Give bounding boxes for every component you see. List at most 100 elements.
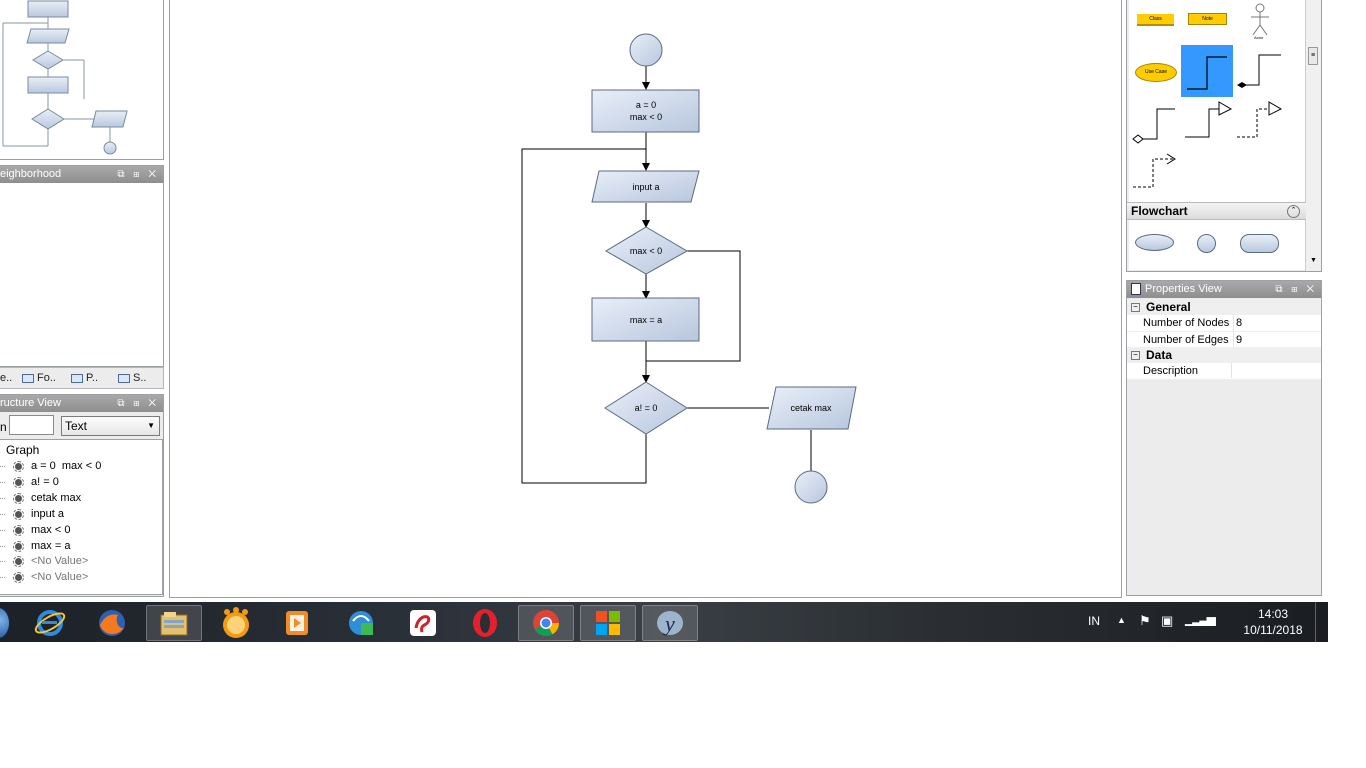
show-desktop-button[interactable] [1315, 602, 1328, 642]
structure-view-titlebar[interactable]: ructure View ⧉ ⊞ ✕ [0, 395, 163, 412]
window-controls[interactable]: ⧉ ⊞ ✕ [117, 169, 159, 180]
action-center-icon[interactable]: ⚑ [1139, 613, 1151, 628]
data-group[interactable]: −Data [1127, 347, 1321, 363]
properties-icon [1131, 283, 1141, 295]
tab-s[interactable]: S.. [118, 370, 146, 386]
graph-canvas[interactable]: a = 0 max < 0 input a max < 0 max = a a!… [169, 0, 1122, 598]
properties-table: −General Number of Nodes 8 Number of Edg… [1127, 299, 1321, 379]
flowchart-diagram[interactable]: a = 0 max < 0 input a max < 0 max = a a!… [170, 0, 1121, 597]
node-icon [13, 492, 24, 504]
yed-app-icon[interactable]: y [642, 605, 698, 641]
window-controls[interactable]: ⧉ ⊞ ✕ [1275, 284, 1317, 295]
structure-search-input[interactable] [9, 415, 54, 435]
actor-icon[interactable] [1245, 1, 1275, 43]
raptor-app-icon[interactable] [395, 605, 451, 641]
tab-fo[interactable]: Fo.. [22, 370, 56, 386]
property-key: Description [1143, 365, 1199, 377]
collapse-icon[interactable]: − [1131, 303, 1140, 313]
tree-item[interactable]: max < 0 [0, 522, 70, 538]
composition-edge-icon[interactable] [1235, 45, 1287, 97]
decision-node[interactable] [604, 381, 688, 435]
property-value: 8 [1233, 315, 1242, 331]
tab-explorer[interactable]: e.. [0, 372, 13, 384]
volume-icon[interactable]: 🔈︎ [1210, 612, 1219, 628]
view-icon [71, 373, 83, 383]
generalization-edge-icon[interactable] [1183, 99, 1235, 151]
language-indicator[interactable]: IN [1088, 614, 1100, 628]
node-icon [13, 555, 24, 567]
video-player-icon[interactable] [269, 605, 325, 641]
scrollbar-thumb[interactable]: ≡ [1308, 47, 1318, 65]
overview-panel[interactable] [0, 0, 164, 160]
uml-usecase-shape[interactable]: Use Case [1135, 63, 1177, 82]
windows-update-icon[interactable] [333, 605, 389, 641]
palette-flowchart-section [1129, 220, 1305, 270]
property-value[interactable] [1231, 363, 1320, 378]
uml-class-shape[interactable]: Class [1137, 14, 1174, 26]
tree-item[interactable]: max = a [0, 538, 70, 554]
assign-node[interactable] [591, 297, 700, 342]
opera-icon[interactable] [457, 605, 513, 641]
structure-filter-select[interactable]: Text ▼ [61, 416, 160, 436]
tree-item[interactable]: cetak max [0, 490, 81, 506]
network-error-icon[interactable]: ▣ [1161, 613, 1174, 628]
property-row[interactable]: Number of Nodes 8 [1127, 315, 1321, 331]
tree-item[interactable]: input a [0, 506, 64, 522]
aggregation-edge-icon[interactable] [1131, 99, 1183, 151]
search-label: n [0, 420, 7, 434]
property-key: Number of Edges [1143, 334, 1229, 346]
overview-minimap[interactable] [0, 0, 163, 159]
window-controls[interactable]: ⧉ ⊞ ✕ [117, 398, 159, 409]
end-node[interactable] [794, 470, 828, 504]
internet-explorer-icon[interactable] [22, 605, 78, 641]
firefox-icon[interactable] [84, 605, 140, 641]
orthogonal-edge-selected[interactable] [1181, 45, 1233, 97]
decision-node[interactable] [605, 226, 689, 275]
tree-item[interactable]: a! = 0 [0, 474, 59, 490]
start-node[interactable] [629, 33, 663, 67]
tree-item[interactable]: <No Value> [0, 569, 88, 585]
property-key: Number of Nodes [1143, 317, 1230, 329]
collapse-icon[interactable]: ⌃ [1287, 205, 1300, 218]
property-row[interactable]: Description [1127, 363, 1321, 379]
circle-shape[interactable] [1197, 234, 1216, 253]
general-group[interactable]: −General [1127, 299, 1321, 315]
structure-tree[interactable]: Graph a = 0 max < 0 a! = 0 cetak max inp… [0, 439, 163, 595]
palette-scrollbar[interactable]: ≡ ▼ [1305, 0, 1321, 271]
tree-item[interactable]: a = 0 max < 0 [0, 458, 101, 474]
properties-panel: Properties View ⧉ ⊞ ✕ −General Number of… [1126, 280, 1322, 596]
clock-date: 10/11/2018 [1243, 623, 1303, 637]
start-button[interactable] [0, 607, 10, 639]
uml-note-shape[interactable]: Note [1188, 13, 1227, 25]
signal-strength-icon[interactable]: ▁▂▃▅ [1185, 612, 1216, 626]
rounded-rect-shape[interactable] [1240, 234, 1279, 253]
tab-p[interactable]: P.. [71, 370, 98, 386]
tree-item[interactable]: <No Value> [0, 553, 88, 569]
edge[interactable] [521, 148, 647, 484]
clock[interactable]: 14:03 10/11/2018 [1240, 606, 1306, 638]
input-node[interactable] [591, 170, 700, 203]
flowchart-section-header[interactable]: Flowchart ⌃ [1127, 202, 1306, 220]
init-node[interactable] [591, 89, 700, 133]
realization-edge-icon[interactable] [1235, 99, 1287, 151]
tree-root[interactable]: Graph [6, 443, 40, 457]
output-label: cetak max [790, 403, 832, 413]
collapse-icon[interactable]: − [1131, 351, 1140, 361]
node-icon [13, 571, 24, 583]
file-explorer-icon[interactable] [146, 605, 202, 641]
init-label-1: a = 0 [636, 100, 656, 110]
decision-label: max < 0 [630, 246, 662, 256]
properties-titlebar[interactable]: Properties View ⧉ ⊞ ✕ [1127, 281, 1321, 298]
edge[interactable] [646, 250, 741, 362]
output-node[interactable] [766, 386, 857, 430]
windows-app-icon[interactable] [580, 605, 636, 641]
property-row[interactable]: Number of Edges 9 [1127, 331, 1321, 348]
scroll-down-icon[interactable]: ▼ [1310, 257, 1317, 264]
terminator-shape[interactable] [1135, 234, 1174, 251]
dependency-edge-icon[interactable] [1131, 149, 1183, 195]
media-player-icon[interactable] [208, 605, 264, 641]
chrome-icon[interactable] [518, 605, 574, 641]
property-value: 9 [1233, 332, 1242, 348]
show-hidden-icons-icon[interactable]: ▲ [1117, 615, 1126, 625]
neighborhood-titlebar[interactable]: eighborhood ⧉ ⊞ ✕ [0, 166, 163, 183]
